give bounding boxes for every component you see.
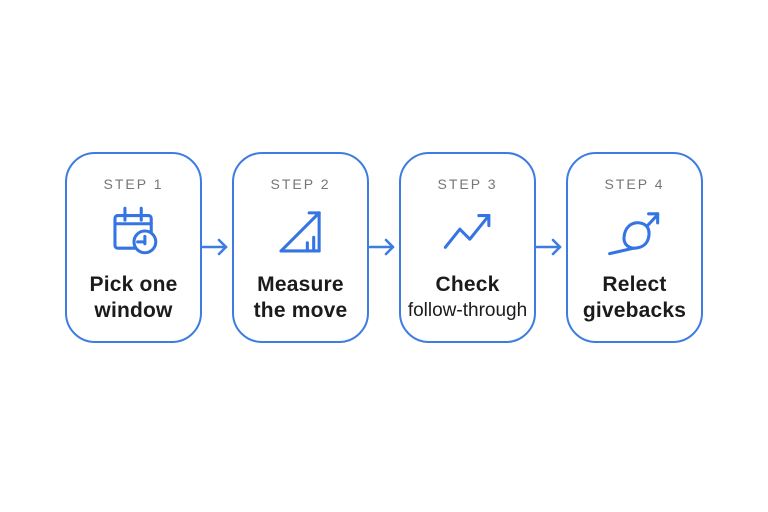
step-title-line2: window xyxy=(94,298,173,322)
step-title: Measure the move xyxy=(254,272,348,324)
step-title-line1: Relect xyxy=(602,272,667,296)
step-title-line2: follow-through xyxy=(407,299,528,321)
growth-triangle-icon xyxy=(272,199,330,263)
step-title: Relect givebacks xyxy=(583,272,686,324)
trend-line-arrow-icon xyxy=(439,199,497,263)
step-title-line1: Check xyxy=(435,272,500,296)
step-card-2: STEP 2 Measure the move xyxy=(232,151,369,343)
step-card-4: STEP 4 Relect givebacks xyxy=(566,151,703,343)
step-title-line2: the move xyxy=(253,298,348,322)
step-label: STEP 2 xyxy=(270,175,331,192)
step-label: STEP 3 xyxy=(437,175,498,192)
step-card-3: STEP 3 Check follow-through xyxy=(399,151,536,343)
step-title-line1: Measure xyxy=(257,272,344,296)
right-arrow-icon xyxy=(202,236,232,258)
calendar-clock-icon xyxy=(105,199,163,263)
right-arrow-icon xyxy=(369,236,399,258)
step-title-line1: Pick one xyxy=(89,272,178,296)
step-label: STEP 1 xyxy=(103,175,164,192)
step-title: Pick one window xyxy=(90,272,178,324)
step-title: Check follow-through xyxy=(408,272,527,324)
s-curve-arrow-icon xyxy=(606,199,664,263)
step-flow: STEP 1 Pick one window xyxy=(65,151,703,343)
right-arrow-icon xyxy=(536,236,566,258)
step-card-1: STEP 1 Pick one window xyxy=(65,151,202,343)
step-label: STEP 4 xyxy=(604,175,665,192)
step-title-line2: givebacks xyxy=(582,298,687,322)
